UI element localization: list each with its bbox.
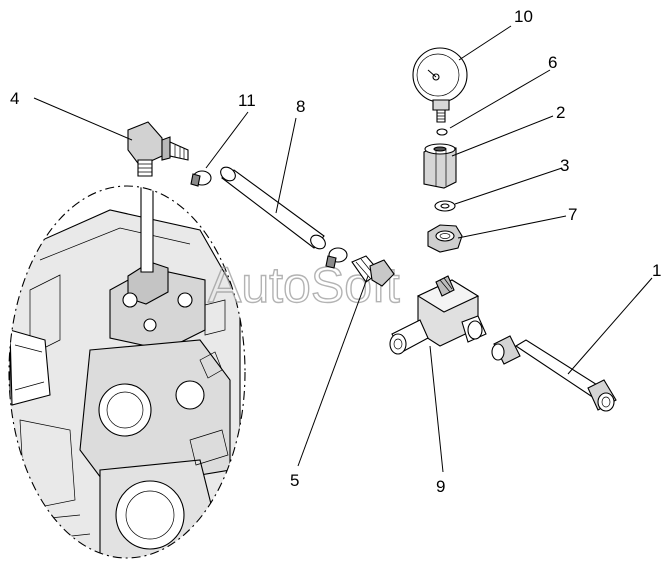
callout-9: 9 — [436, 477, 445, 496]
part-1-pipe — [491, 335, 617, 412]
part-clamp-lower — [325, 247, 348, 269]
callout-10: 10 — [514, 7, 533, 26]
part-3-sealing-washer — [434, 200, 456, 212]
callout-8: 8 — [296, 97, 305, 116]
callout-3: 3 — [560, 156, 569, 175]
callout-2: 2 — [556, 103, 565, 122]
callout-5: 5 — [290, 471, 299, 490]
callout-1: 1 — [652, 261, 661, 280]
callout-labels: 4 11 8 10 6 2 3 7 1 5 9 — [10, 7, 661, 496]
engine-detail-inset — [8, 185, 246, 559]
part-10-pressure-gauge — [412, 47, 468, 123]
callout-4: 4 — [10, 89, 19, 108]
leader-lines — [33, 25, 653, 473]
part-5-union-adapter — [351, 255, 395, 287]
part-8-hose — [220, 166, 326, 250]
part-9-tee-body — [389, 275, 487, 355]
callout-11: 11 — [238, 91, 256, 110]
part-4-elbow-fitting — [127, 121, 189, 177]
part-2-adapter-nut — [423, 143, 457, 189]
part-6-washer — [436, 128, 448, 136]
part-7-nut — [427, 224, 463, 253]
callout-7: 7 — [568, 205, 577, 224]
part-11-hose-clamp — [190, 170, 212, 187]
callout-6: 6 — [548, 53, 557, 72]
